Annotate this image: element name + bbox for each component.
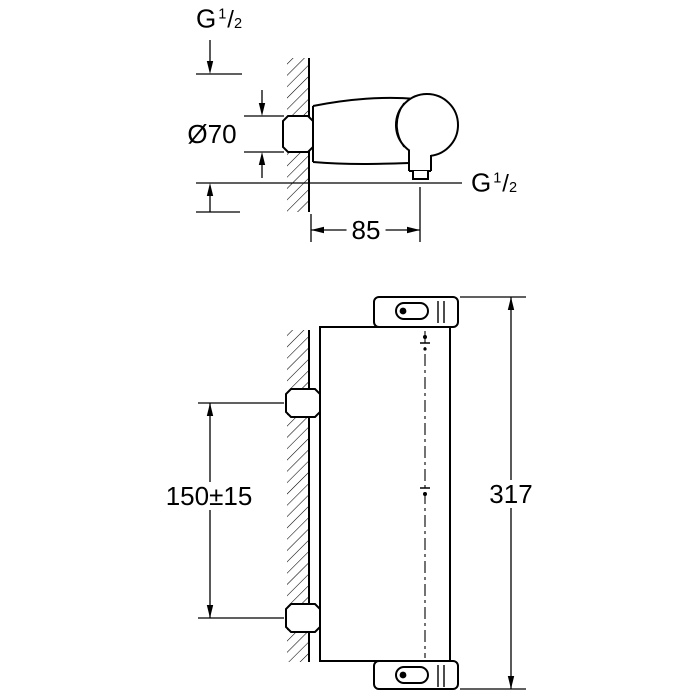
thread-denominator: 2 <box>233 15 243 32</box>
dimension-lines-top <box>196 40 462 242</box>
thread-numerator: 1 <box>218 6 227 23</box>
thread-base: G <box>470 167 492 198</box>
detail-marks-top <box>420 335 430 351</box>
thread-numerator: 1 <box>493 170 502 187</box>
control-cap-top <box>373 296 459 328</box>
escutcheon-circle <box>395 93 459 157</box>
wall-connection-top-square <box>285 388 321 418</box>
thread-separator: / <box>502 170 509 198</box>
thread-base: G <box>195 3 217 34</box>
thread-denominator: 2 <box>508 179 518 196</box>
detail-marks-middle <box>420 487 430 496</box>
projection-dimension-label: 85 <box>346 216 386 244</box>
diameter-label: Ø70 <box>187 119 237 149</box>
wall-union-outline <box>312 96 416 165</box>
control-cap-bottom <box>373 660 459 690</box>
connection-spacing-label: 150±15 <box>160 482 258 510</box>
wall-flange <box>282 115 314 153</box>
wall-connection-bottom-square <box>285 603 321 633</box>
height-dimension-label: 317 <box>484 480 538 508</box>
thermostat-body <box>319 326 451 662</box>
thread-separator: / <box>227 6 234 34</box>
outlet-stub <box>408 150 432 180</box>
